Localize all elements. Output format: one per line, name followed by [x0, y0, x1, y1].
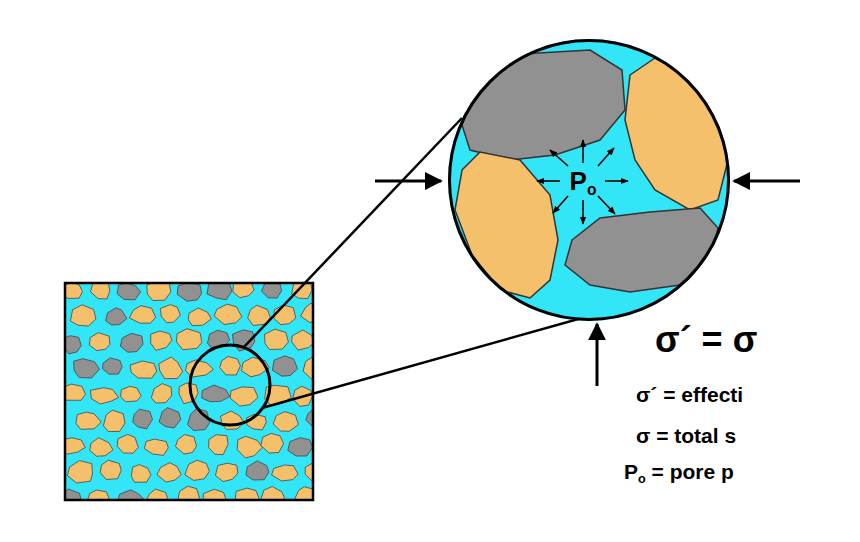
sample-border	[65, 283, 313, 500]
definition: σ = total s	[636, 425, 736, 446]
closeup-circle: Po	[448, 39, 730, 321]
zoom-circle	[190, 345, 270, 425]
definition: σ´ = effecti	[636, 384, 743, 405]
pressure-arrows	[537, 140, 628, 224]
equation: σ´ = σ	[655, 322, 757, 358]
definition: Po = pore p	[624, 461, 734, 482]
rock-sample	[65, 283, 313, 500]
stress-arrows	[375, 181, 800, 386]
pore-pressure-label: Po	[570, 168, 597, 194]
zoom-line	[243, 118, 462, 348]
grain-closeup	[455, 50, 728, 298]
zoom-line	[262, 318, 582, 408]
pore-fluid	[448, 39, 730, 321]
grains	[65, 283, 313, 500]
